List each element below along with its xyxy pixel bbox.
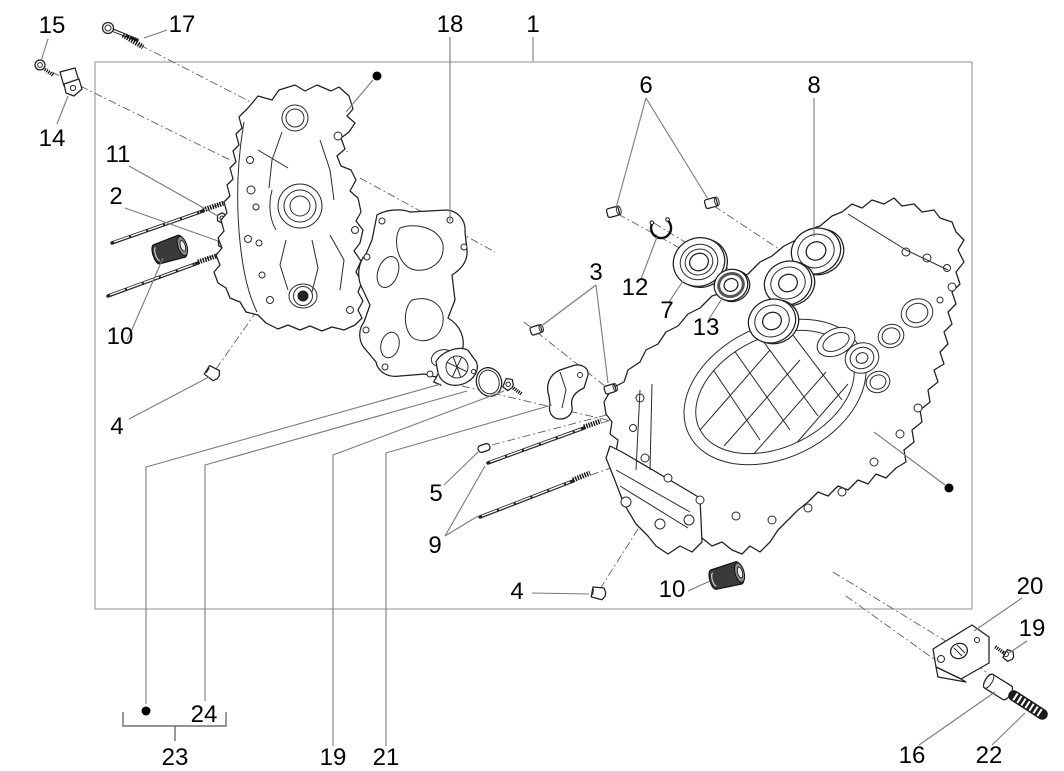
leader-line-2 [124,207,219,242]
leader-line-10 [126,257,164,342]
engine-mount-bushing-left [151,234,189,265]
flanged-bolt-short [34,59,55,77]
compression-spring [1008,690,1048,720]
spacer-sleeve [982,673,1014,701]
callout-label-18: 18 [437,11,464,38]
hex-plug-left [203,364,221,382]
dot-leader-1 [873,431,946,486]
leader-line-21 [385,404,553,746]
locating-pin [477,442,491,454]
dowel-pin-left [605,205,622,219]
callout-label-23: 23 [162,744,189,771]
callout-label-3: 3 [589,259,602,286]
callout-label-22: 22 [976,742,1003,769]
callout-label-19: 19 [1019,615,1046,642]
leader-line-24 [204,390,468,701]
circlip [649,217,673,240]
stop-plate-bolt [993,644,1015,662]
leader-line-5 [443,451,479,486]
callout-label-11: 11 [106,141,131,168]
engine-mount-bushing-right [708,561,746,590]
stud-left-lower [106,252,220,298]
leader-line-4 [531,592,590,595]
callout-label-16: 16 [899,742,926,769]
ball-bearing-8a [790,227,845,276]
callout-label-19: 19 [320,744,347,771]
crankcase-half-right [603,197,965,555]
leader-line-15 [40,38,49,62]
callout-label-15: 15 [39,12,66,39]
callout-label-21: 21 [373,744,400,771]
leader-line-6 [615,97,647,209]
ball-bearing-7 [672,237,728,288]
callout-label-10: 10 [107,323,134,350]
pump-screw [502,377,523,396]
callout-label-9: 9 [428,532,441,559]
ball-bearing-8c [747,298,800,345]
flanged-bolt-long [101,21,145,50]
callout-label-13: 13 [693,314,720,341]
callout-label-2: 2 [109,183,122,210]
callout-label-12: 12 [622,274,649,301]
leader-line-10 [687,580,711,592]
leader-line-6 [645,97,709,200]
leader-line-11 [128,165,219,217]
dot-leader-2 [145,383,442,704]
leader-line-19 [332,390,505,746]
callout-label-6: 6 [639,72,652,99]
stud-right-lower [478,470,591,519]
o-ring [475,367,503,397]
reference-dot [141,706,151,716]
leader-line-12 [640,236,658,280]
stud-right-upper [486,418,602,465]
callout-label-17: 17 [169,11,196,38]
hex-plug-bottom [590,586,607,601]
breather-baffle [547,364,589,420]
callout-label-7: 7 [660,297,673,324]
leader-line-17 [143,29,168,39]
drawing-frame [94,61,973,610]
callout-label-5: 5 [429,480,442,507]
callout-label-1: 1 [526,11,539,38]
reference-dot [372,71,382,81]
callout-label-4: 4 [510,578,523,605]
dowel-bush-lower [603,382,618,395]
retainer-bracket [59,67,83,97]
leader-line-14 [56,95,69,125]
callout-label-24: 24 [191,701,218,728]
leader-line-13 [708,296,724,320]
callout-label-20: 20 [1017,573,1044,600]
ball-bearing-8b [763,260,816,307]
crankcase-gasket [358,209,468,378]
leader-line-16 [918,691,996,746]
leader-line-3 [595,284,609,384]
leader-line-22 [991,712,1026,746]
callout-label-4: 4 [110,413,123,440]
dowel-pin-right [703,196,720,210]
leader-line-7 [668,280,684,303]
stop-plate [932,624,990,683]
callout-label-14: 14 [39,125,66,152]
callout-label-8: 8 [807,72,820,99]
dot-leader-0 [345,79,374,113]
leader-line-4 [128,376,210,420]
callout-label-10: 10 [659,576,686,603]
leader-line-19 [1008,640,1028,654]
shaft-seal-13 [713,268,751,303]
leader-line-20 [973,597,1023,632]
reference-dot [944,483,954,493]
leader-line-9 [444,515,479,537]
leader-line-3 [539,284,597,328]
stud-left-upper [110,200,225,245]
crankcase-half-left [213,84,364,332]
dowel-bush-upper [529,323,544,336]
water-pump-body [433,347,478,387]
leader-line-9 [444,465,486,537]
